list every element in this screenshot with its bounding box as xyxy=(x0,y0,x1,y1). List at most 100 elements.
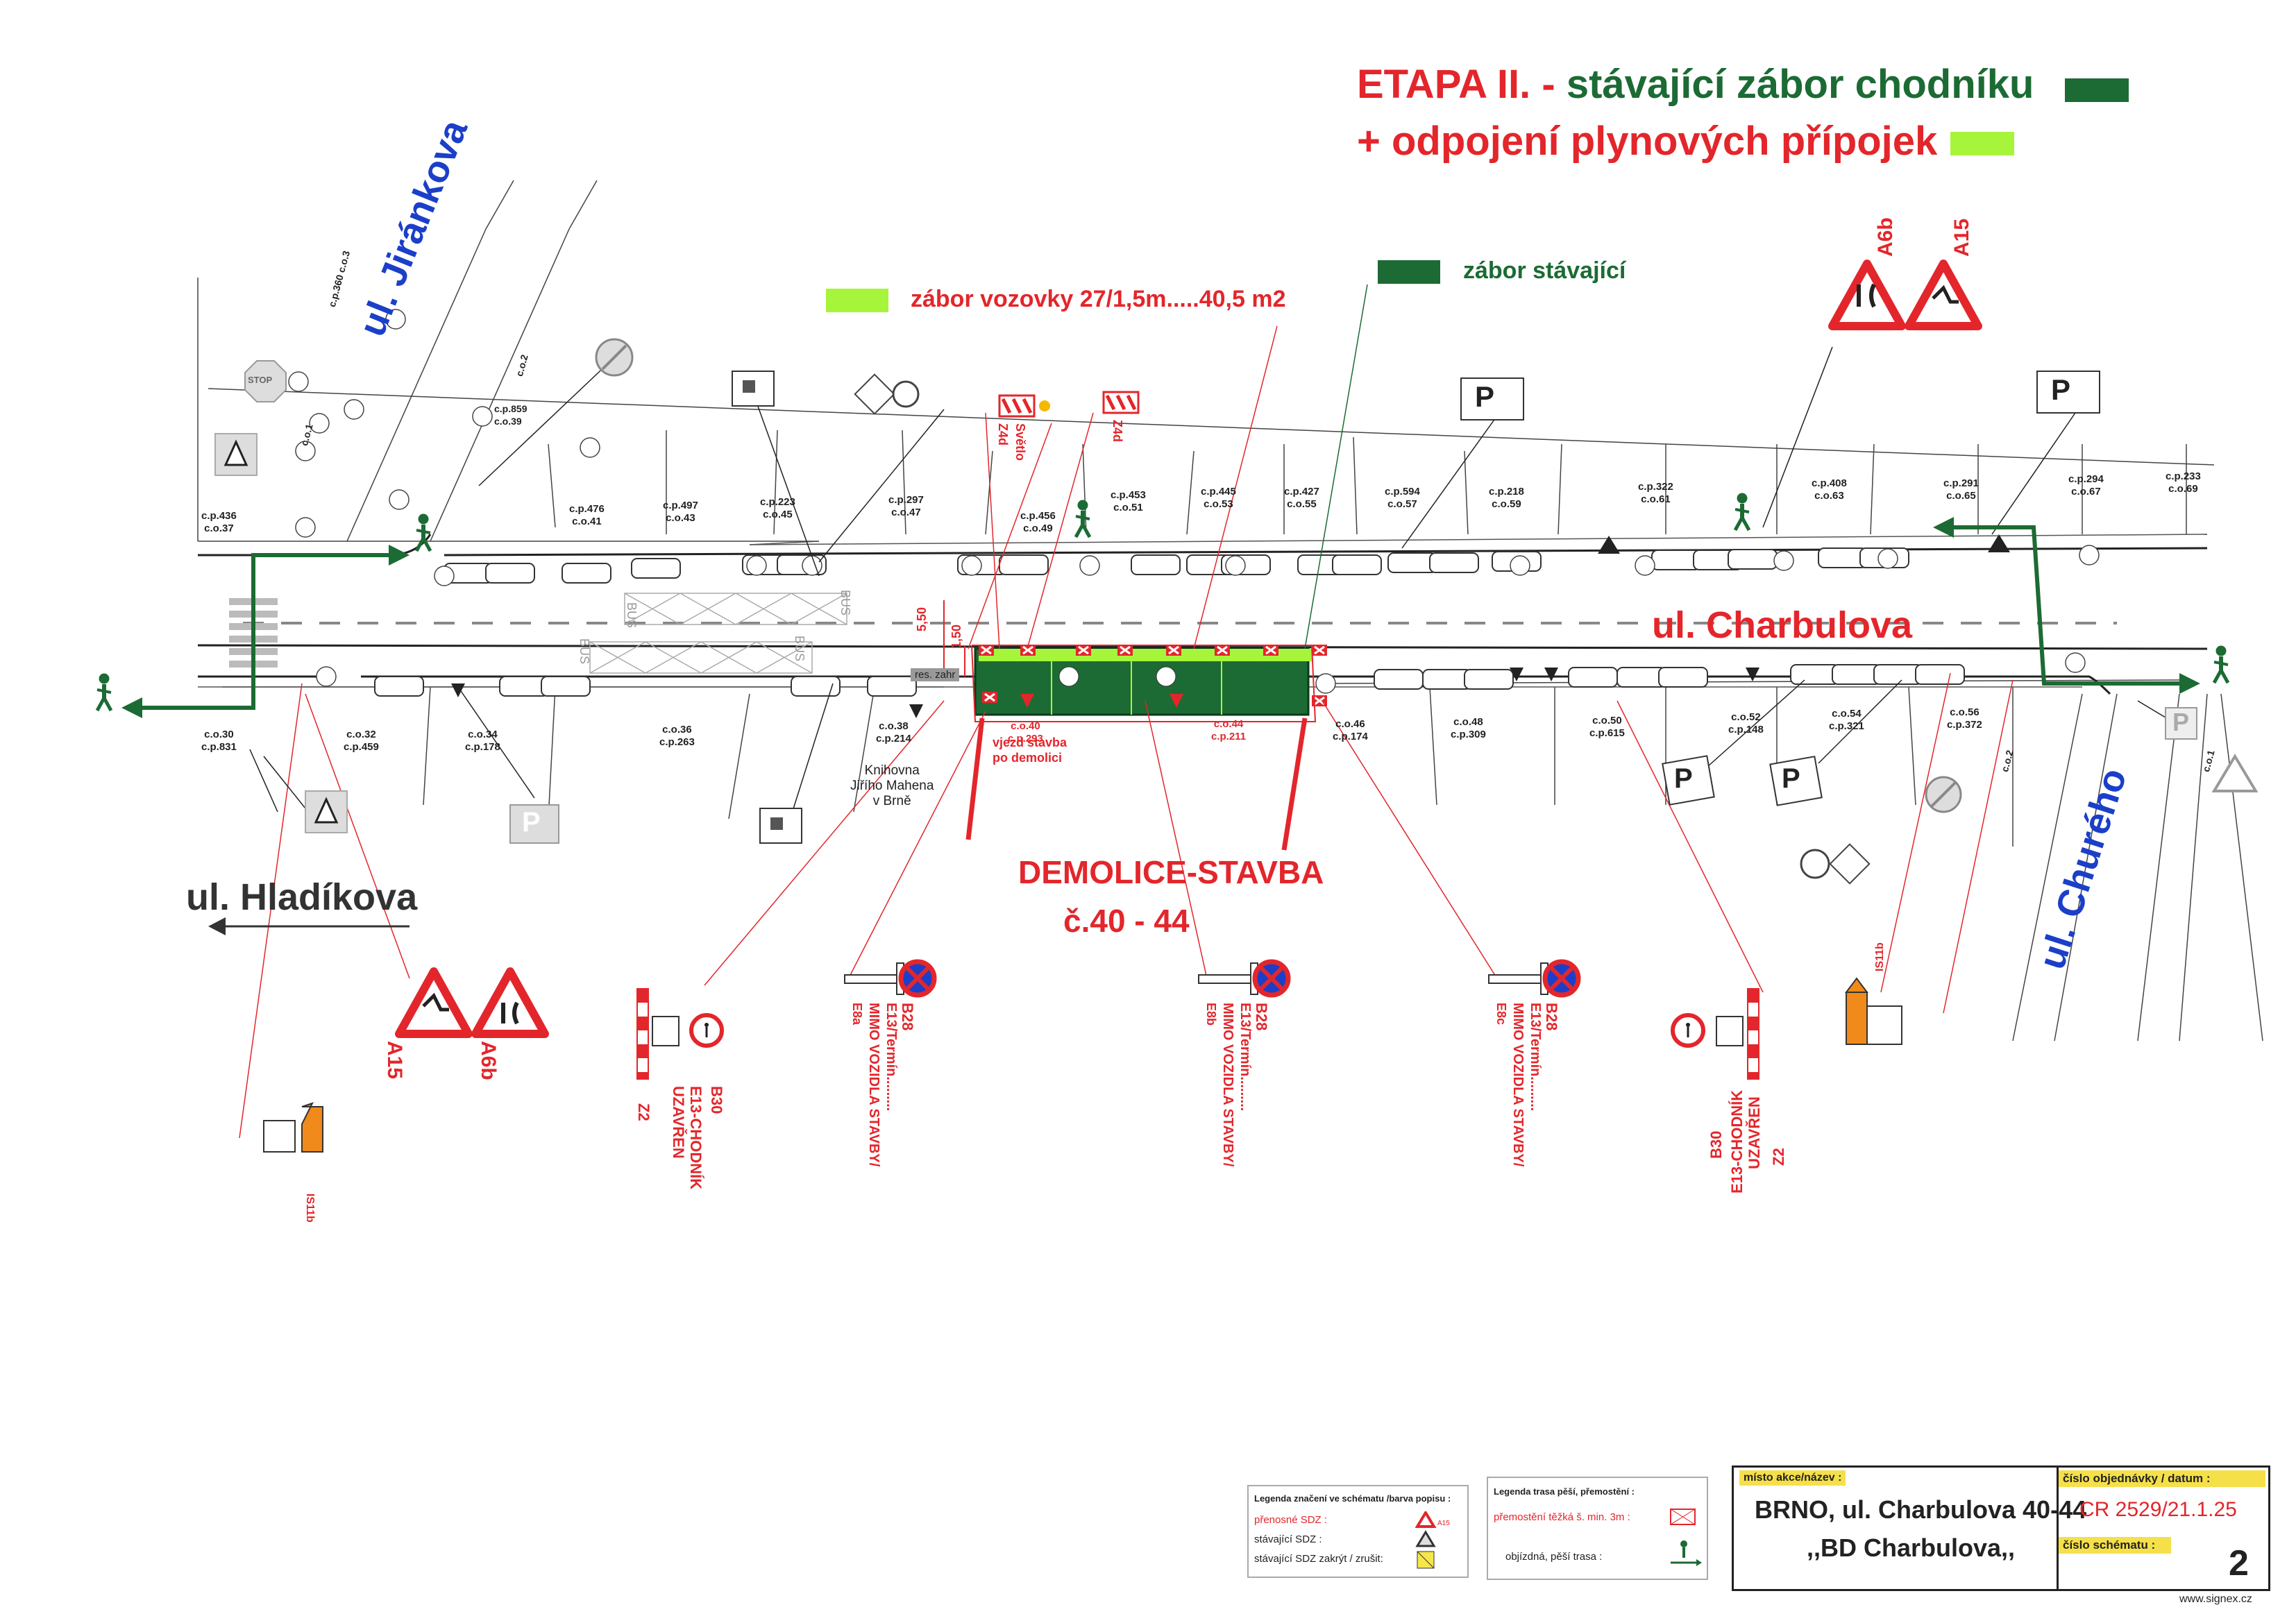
warning-marker xyxy=(1263,645,1278,656)
code-z2-left: Z2 xyxy=(635,1103,652,1121)
title-block-right: číslo objednávky / datum : CR 2529/21.1.… xyxy=(2059,1468,2267,1589)
b28-label-0-e13_termin: E13/Termín......... xyxy=(884,1003,899,1112)
b28-label-0-mimo: MIMO VOZIDLA STAVBY/ xyxy=(866,1003,881,1167)
parking-letter: P xyxy=(2051,373,2071,406)
b28-label-0-b28: B28 xyxy=(899,1003,916,1031)
pedestrian-icon xyxy=(1733,493,1751,532)
parked-car xyxy=(999,554,1049,575)
b28-sign xyxy=(1198,959,1291,998)
small-triangle-markers xyxy=(451,534,2010,718)
existing-sign-bus-1 xyxy=(732,371,775,407)
tree xyxy=(746,555,767,576)
demolition-label-1: DEMOLICE-STAVBA xyxy=(1018,854,1324,890)
tree xyxy=(1225,555,1246,576)
warning-marker xyxy=(979,645,994,656)
parking-letter: P xyxy=(1674,763,1693,794)
parked-car xyxy=(485,563,535,584)
stage-title-existing: stávající zábor chodníku xyxy=(1566,62,2034,107)
warning-marker xyxy=(1020,645,1036,656)
b28-label-1-b28: B28 xyxy=(1253,1003,1270,1031)
tree xyxy=(309,413,330,434)
legend-code: A15 xyxy=(1437,1520,1450,1527)
dimension-lines xyxy=(943,600,965,677)
z4d-sign-svetlo xyxy=(998,394,1050,418)
b30-sign-left xyxy=(652,1013,724,1048)
bus-label: BUS xyxy=(838,590,852,615)
reserved-garden-label: res. zahr xyxy=(911,668,960,681)
zone-boundary xyxy=(971,645,1317,722)
existing-sign-no-entry-top xyxy=(595,338,634,377)
warning-marker xyxy=(1312,695,1327,706)
b28-signs xyxy=(844,959,1581,998)
code-svetlo: Světlo xyxy=(1013,423,1027,461)
tree xyxy=(295,441,316,461)
code-e13-chodnik-left: E13-CHODNÍK xyxy=(687,1086,704,1190)
existing-sign-parking-6 xyxy=(2165,707,2197,740)
tree xyxy=(1877,548,1898,569)
title-block: místo akce/název : BRNO, ul. Charbulova … xyxy=(1732,1465,2270,1591)
code-a6b-top: A6b xyxy=(1874,217,1897,257)
sign-a6b-left xyxy=(471,967,549,1038)
stage-title-prefix: ETAPA II. - xyxy=(1357,62,1567,107)
stop-text: STOP xyxy=(248,375,273,385)
tree xyxy=(1635,555,1655,576)
existing-occupation-label: zábor stávající xyxy=(1463,257,1626,284)
tree xyxy=(1510,555,1530,576)
legend-route-box: Legenda trasa pěší, přemostění : přemost… xyxy=(1487,1477,1708,1580)
warning-marker xyxy=(1215,645,1230,656)
tree xyxy=(385,309,406,330)
demolition-label-2: č.40 - 44 xyxy=(1063,903,1190,939)
tree xyxy=(1315,673,1336,694)
swatch-existing-occupation xyxy=(1378,260,1440,284)
order-label: číslo objednávky / datum : xyxy=(2059,1470,2265,1487)
b28-label-2-b28: B28 xyxy=(1543,1003,1560,1031)
legend-sign-icons: A15 xyxy=(1415,1511,1450,1569)
b28-label-1-mimo: MIMO VOZIDLA STAVBY/ xyxy=(1220,1003,1235,1167)
stage-title-line2: + odpojení plynových přípojek xyxy=(1357,119,1938,164)
code-z4d-1: Z4d xyxy=(996,423,1010,446)
sign-a6b-top xyxy=(1828,260,1906,330)
existing-sign-priority-1 xyxy=(854,373,920,415)
tree xyxy=(2065,652,2086,673)
tree xyxy=(434,566,455,586)
parked-car xyxy=(1568,667,1618,688)
is11b-sign-right xyxy=(1845,977,1902,1045)
code-b30-left: B30 xyxy=(708,1086,725,1114)
b28-label-1-e13_termin: E13/Termín......... xyxy=(1238,1003,1253,1112)
road-occupation-label: zábor vozovky 27/1,5m.....40,5 m2 xyxy=(911,286,1286,312)
swatch-road-occupation xyxy=(826,289,888,312)
warning-marker xyxy=(1076,645,1091,656)
bus-label: BUS xyxy=(577,638,591,664)
library-line: Knihovna xyxy=(864,763,920,778)
tree xyxy=(961,555,982,576)
existing-sign-octagon xyxy=(244,360,287,402)
existing-sign-parking-1 xyxy=(1460,377,1524,420)
code-uzavren-left: UZAVŘEN xyxy=(670,1086,687,1159)
parking-letter: P xyxy=(522,807,541,838)
sign-a15-top xyxy=(1905,260,1982,330)
warning-marker xyxy=(982,692,997,703)
library-line: Jiřího Mahena xyxy=(850,779,934,793)
parked-car xyxy=(1658,667,1708,688)
tree xyxy=(344,399,364,420)
parked-car xyxy=(562,563,611,584)
pedestrian-icon xyxy=(2212,645,2230,684)
warning-marker xyxy=(1117,645,1133,656)
warning-marker xyxy=(1166,645,1181,656)
library-label: Knihovna Jiřího Mahena v Brně xyxy=(850,763,934,809)
